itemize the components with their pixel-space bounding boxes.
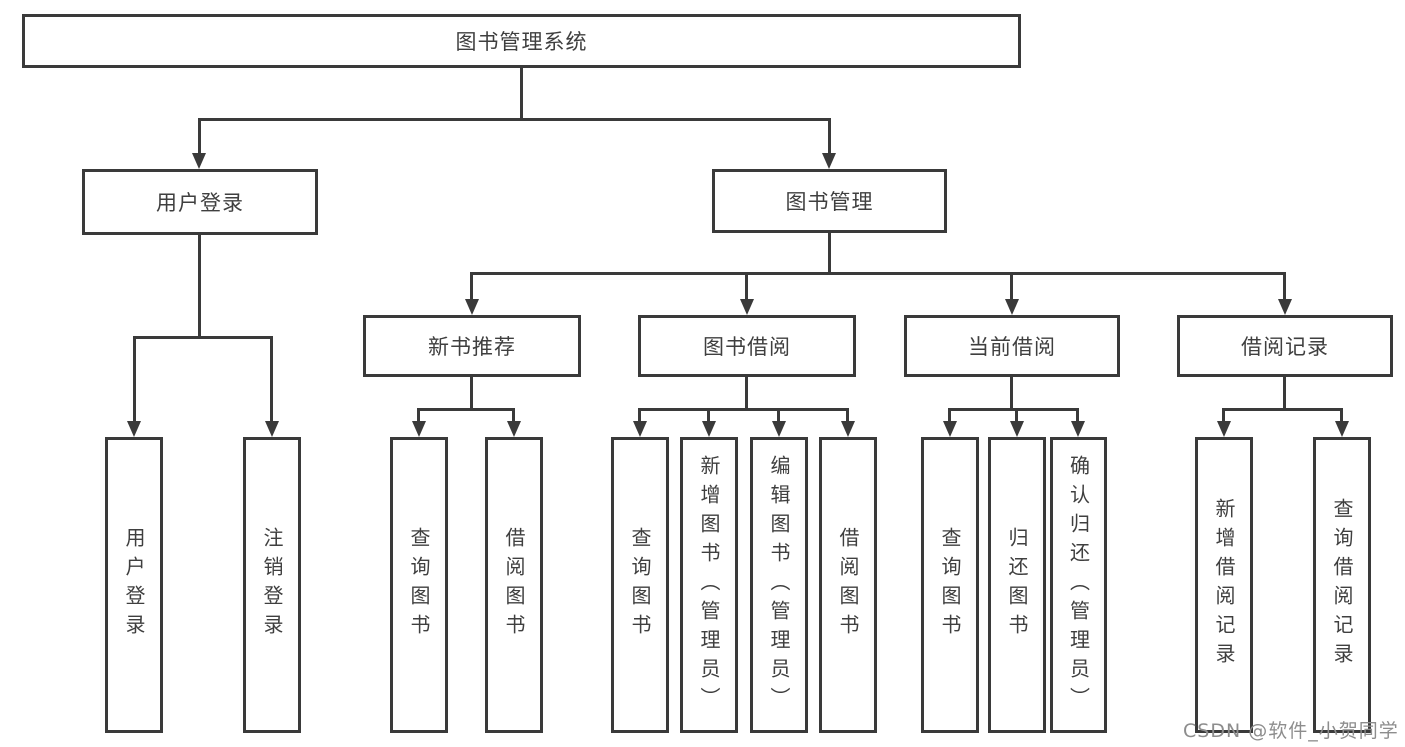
connector-records-stub — [1283, 377, 1286, 411]
arrow-down-icon — [943, 421, 957, 437]
connector-current-stub — [1010, 377, 1013, 411]
arrow-down-icon — [1010, 421, 1024, 437]
connector-drop-leaf4 — [512, 408, 515, 422]
leaf-label: 借阅图书 — [836, 527, 860, 643]
connector-rail-recommend — [417, 408, 515, 411]
connector-rail-mgmt — [470, 272, 1286, 275]
connector-drop-book-mgmt — [828, 118, 831, 154]
arrow-down-icon — [841, 421, 855, 437]
connector-rail-borrow — [638, 408, 849, 411]
leaf-label: 用户登录 — [122, 527, 146, 643]
connector-drop-current — [1010, 272, 1013, 300]
connector-drop-leaf6 — [707, 408, 710, 422]
connector-drop-leaf8 — [846, 408, 849, 422]
node-borrow-records: 借阅记录 — [1177, 315, 1393, 377]
leaf-label: 注销登录 — [260, 527, 284, 643]
arrow-down-icon — [1217, 421, 1231, 437]
leaf-label: 查询图书 — [938, 527, 962, 643]
leaf-query-borrow-record: 查询借阅记录 — [1313, 437, 1371, 733]
connector-drop-leaf3 — [417, 408, 420, 422]
arrow-down-icon — [192, 153, 206, 169]
leaf-borrow-books-recommend: 借阅图书 — [485, 437, 543, 733]
leaf-label: 借阅图书 — [502, 527, 526, 643]
connector-login-stub — [198, 235, 201, 339]
connector-root-stub — [520, 68, 523, 121]
connector-drop-leaf1 — [133, 336, 136, 422]
leaf-add-borrow-record: 新增借阅记录 — [1195, 437, 1253, 733]
node-book-borrow: 图书借阅 — [638, 315, 856, 377]
arrow-down-icon — [702, 421, 716, 437]
connector-borrow-stub — [745, 377, 748, 411]
arrow-down-icon — [1071, 421, 1085, 437]
arrow-down-icon — [1005, 299, 1019, 315]
connector-drop-leaf12 — [1222, 408, 1225, 422]
arrow-down-icon — [127, 421, 141, 437]
connector-drop-leaf2 — [270, 336, 273, 422]
leaf-logout: 注销登录 — [243, 437, 301, 733]
leaf-return-book: 归还图书 — [988, 437, 1046, 733]
leaf-label: 新增借阅记录 — [1212, 498, 1236, 672]
arrow-down-icon — [822, 153, 836, 169]
connector-drop-leaf7 — [777, 408, 780, 422]
connector-rail-records — [1222, 408, 1343, 411]
connector-drop-leaf13 — [1340, 408, 1343, 422]
connector-drop-recommend — [470, 272, 473, 300]
arrow-down-icon — [772, 421, 786, 437]
leaf-label: 确认归还（管理员） — [1066, 454, 1091, 716]
connector-drop-leaf9 — [948, 408, 951, 422]
leaf-edit-book-admin: 编辑图书（管理员） — [750, 437, 808, 733]
node-book-management: 图书管理 — [712, 169, 947, 233]
connector-rail-current — [948, 408, 1079, 411]
connector-drop-records — [1283, 272, 1286, 300]
connector-mgmt-stub — [828, 233, 831, 275]
leaf-label: 查询图书 — [407, 527, 431, 643]
node-user-login: 用户登录 — [82, 169, 318, 235]
connector-drop-leaf11 — [1076, 408, 1079, 422]
leaf-user-login: 用户登录 — [105, 437, 163, 733]
node-root: 图书管理系统 — [22, 14, 1021, 68]
connector-drop-leaf10 — [1015, 408, 1018, 422]
arrow-down-icon — [740, 299, 754, 315]
arrow-down-icon — [1278, 299, 1292, 315]
node-current-borrow: 当前借阅 — [904, 315, 1120, 377]
arrow-down-icon — [507, 421, 521, 437]
connector-rail-level1 — [198, 118, 831, 121]
leaf-add-book-admin: 新增图书（管理员） — [680, 437, 738, 733]
leaf-query-books-recommend: 查询图书 — [390, 437, 448, 733]
leaf-label: 查询借阅记录 — [1330, 498, 1354, 672]
node-new-book-recommend: 新书推荐 — [363, 315, 581, 377]
connector-recommend-stub — [470, 377, 473, 411]
leaf-confirm-return-admin: 确认归还（管理员） — [1050, 437, 1107, 733]
connector-drop-leaf5 — [638, 408, 641, 422]
leaf-label: 归还图书 — [1005, 527, 1029, 643]
leaf-query-books-current: 查询图书 — [921, 437, 979, 733]
leaf-label: 编辑图书（管理员） — [767, 454, 791, 716]
leaf-query-books-borrow: 查询图书 — [611, 437, 669, 733]
connector-drop-user-login — [198, 118, 201, 154]
connector-rail-login — [133, 336, 272, 339]
arrow-down-icon — [1335, 421, 1349, 437]
leaf-label: 查询图书 — [628, 527, 652, 643]
csdn-watermark: CSDN @软件_小贺同学 — [1183, 720, 1399, 742]
arrow-down-icon — [465, 299, 479, 315]
arrow-down-icon — [633, 421, 647, 437]
arrow-down-icon — [412, 421, 426, 437]
leaf-borrow-books: 借阅图书 — [819, 437, 877, 733]
connector-drop-borrow — [745, 272, 748, 300]
leaf-label: 新增图书（管理员） — [697, 454, 721, 716]
arrow-down-icon — [265, 421, 279, 437]
